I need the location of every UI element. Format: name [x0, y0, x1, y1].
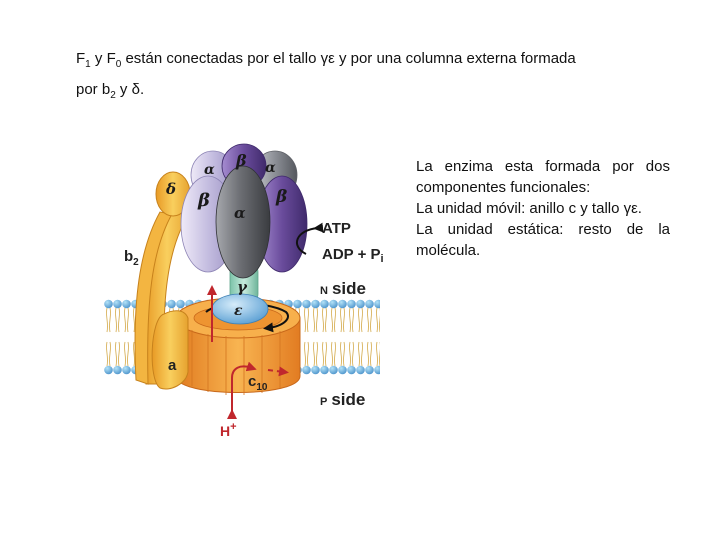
a-subunit	[151, 310, 189, 390]
label-alpha-front: α	[234, 204, 246, 222]
atp-synthesis-arrow	[295, 222, 324, 255]
description-line: La unidad estática: resto de la molécula…	[416, 221, 670, 259]
caption-text: y F	[90, 50, 116, 67]
enzyme-description: La enzima esta formada por dos component…	[416, 156, 670, 261]
label-atp: ATP	[322, 220, 351, 237]
label-b2: b2	[124, 248, 139, 268]
description-line: La enzima esta formada por dos component…	[416, 158, 670, 196]
caption-subscript: 0	[115, 59, 122, 70]
label-beta-left: β	[197, 190, 210, 211]
caption-subscript: 2	[110, 90, 116, 101]
label-beta-right: β	[275, 187, 287, 207]
caption-text: F	[76, 50, 86, 67]
label-delta: δ	[165, 180, 176, 198]
caption-subscript: 1	[85, 59, 91, 70]
label-epsilon: ε	[234, 303, 243, 319]
label-h-plus: H+	[220, 421, 237, 439]
caption-text: por b	[76, 81, 111, 98]
label-c10: c10	[248, 373, 268, 393]
label-alpha-right: α	[265, 160, 276, 176]
label-beta-top: β	[235, 151, 247, 170]
alpha-front-subunit	[215, 165, 271, 279]
caption-text: están conectadas por el tallo γε y por u…	[121, 50, 576, 67]
label-adp-pi: ADP + Pi	[322, 246, 384, 265]
label-alpha-left: α	[204, 162, 215, 178]
label-gamma: γ	[237, 278, 248, 296]
description-line: La unidad móvil: anillo c y tallo γε.	[416, 200, 642, 217]
proton-path	[207, 285, 289, 419]
caption-text: y δ.	[115, 81, 145, 98]
top-caption: F1 y F0 están conectadas por el tallo γε…	[76, 46, 656, 108]
label-a: a	[168, 357, 177, 374]
